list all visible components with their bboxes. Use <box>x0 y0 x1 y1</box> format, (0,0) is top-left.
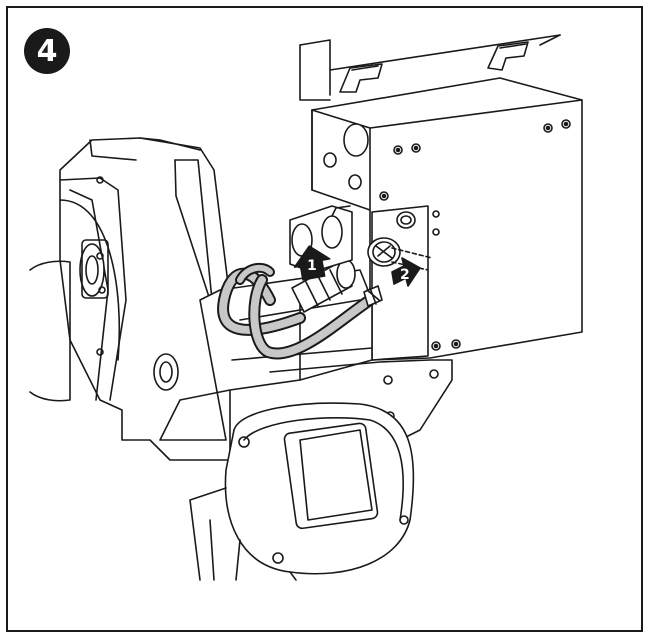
latch-right <box>487 41 529 71</box>
step-number: 4 <box>36 33 58 69</box>
step-number-badge: 4 <box>24 28 70 74</box>
top-cabinet-outline <box>299 34 561 101</box>
round-enclosure <box>224 402 415 575</box>
cable-hoses <box>217 262 376 360</box>
motor-housing <box>29 137 231 461</box>
callout-arrow-2 <box>391 257 421 287</box>
latch-left <box>339 63 383 93</box>
callout-label-2: 2 <box>400 267 410 283</box>
callout-label-1: 1 <box>307 258 317 274</box>
plug-connector <box>291 259 383 313</box>
mounting-plate <box>367 205 440 361</box>
callout-arrow-1 <box>293 245 331 281</box>
lower-stand <box>189 487 297 581</box>
